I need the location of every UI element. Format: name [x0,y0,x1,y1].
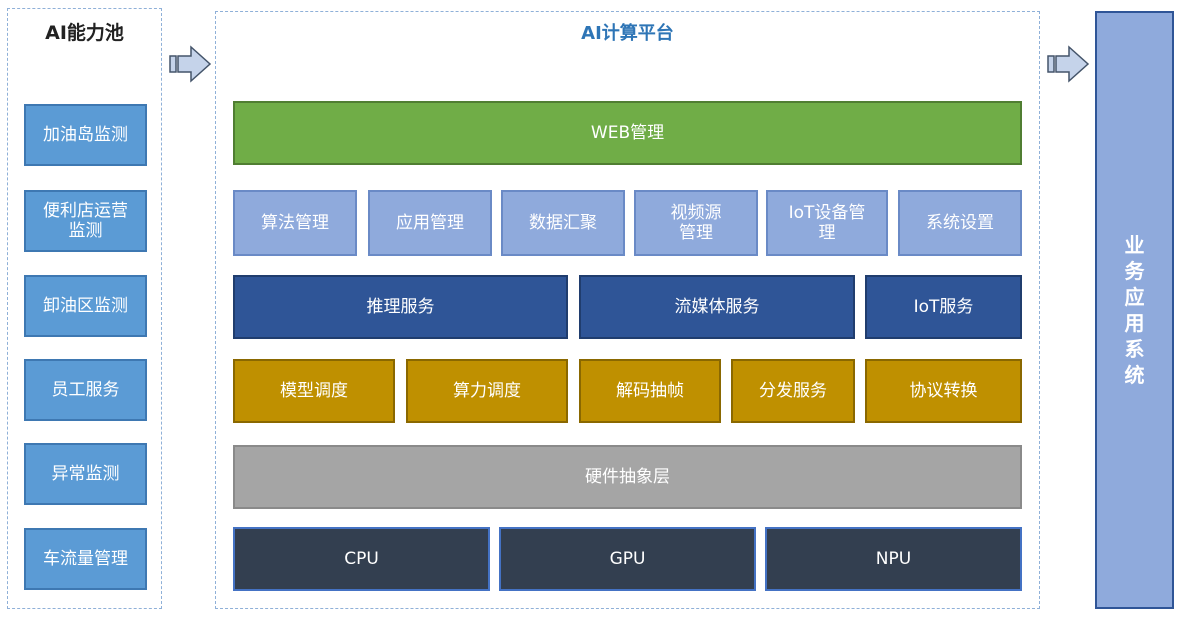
service-iot: IoT服务 [865,275,1022,339]
sched-model: 模型调度 [233,359,395,423]
platform-title: AI计算平台 [581,23,674,44]
service-streaming: 流媒体服务 [579,275,855,339]
mgmt-algorithm: 算法管理 [233,190,357,256]
capability-item-store-ops: 便利店运营 监测 [24,190,147,252]
mgmt-application: 应用管理 [368,190,492,256]
capability-pool-panel [7,8,162,609]
mgmt-iot-device: IoT设备管 理 [766,190,888,256]
platform-panel [215,11,1040,609]
hardware-abstraction-layer: 硬件抽象层 [233,445,1022,509]
hardware-gpu: GPU [499,527,756,591]
sched-compute: 算力调度 [406,359,568,423]
business-label: 业务应用系统 [1124,233,1145,387]
hardware-npu: NPU [765,527,1022,591]
capability-item-unloading: 卸油区监测 [24,275,147,337]
capability-item-gas-island: 加油岛监测 [24,104,147,166]
mgmt-video-source: 视频源 管理 [634,190,758,256]
right-arrow-icon [169,45,212,83]
mgmt-system-settings: 系统设置 [898,190,1022,256]
web-management-layer: WEB管理 [233,101,1022,165]
right-arrow-icon [1047,45,1090,83]
business-application-system: 业务应用系统 [1095,11,1174,609]
capability-pool-title: AI能力池 [45,22,124,44]
sched-protocol: 协议转换 [865,359,1022,423]
sched-decode: 解码抽帧 [579,359,721,423]
sched-distribute: 分发服务 [731,359,855,423]
capability-item-traffic: 车流量管理 [24,528,147,590]
capability-item-staff: 员工服务 [24,359,147,421]
capability-item-anomaly: 异常监测 [24,443,147,505]
hardware-cpu: CPU [233,527,490,591]
mgmt-data: 数据汇聚 [501,190,625,256]
service-inference: 推理服务 [233,275,568,339]
